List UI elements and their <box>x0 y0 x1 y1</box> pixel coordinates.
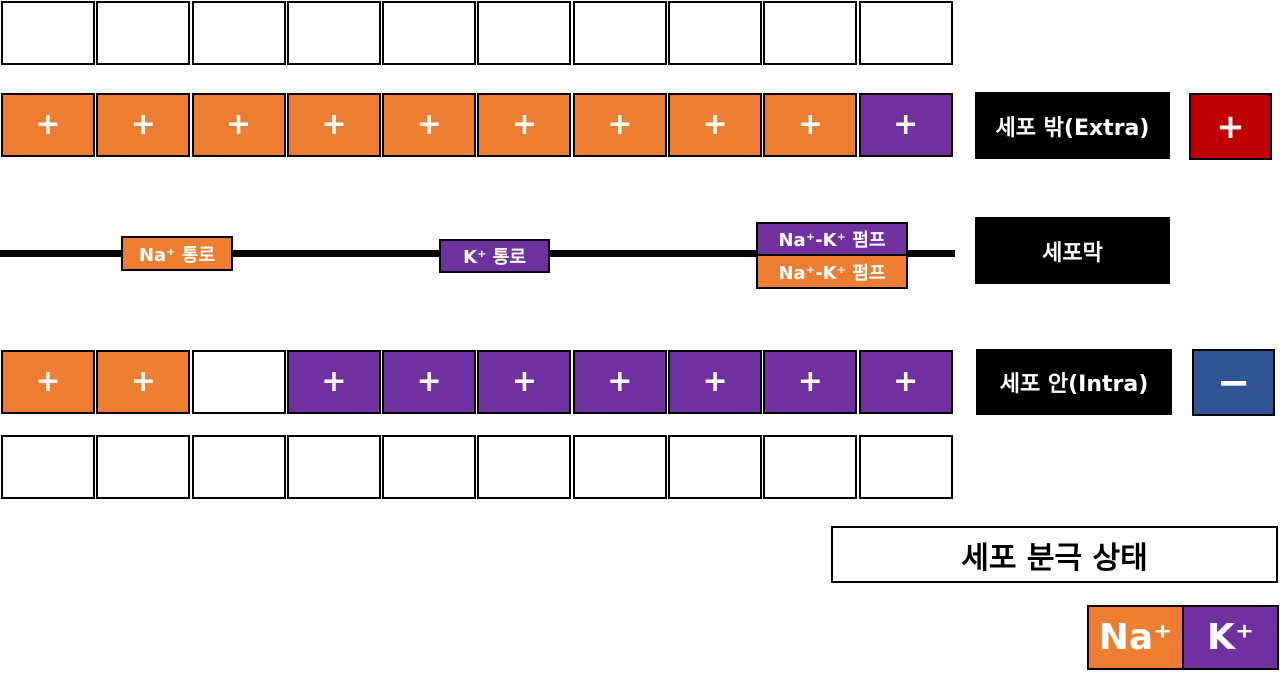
intracellular-label: 세포 안(Intra) <box>976 349 1172 415</box>
extracellular-label: 세포 밖(Extra) <box>975 92 1170 159</box>
outer-top-row <box>1 1 954 65</box>
positive-charge-icon: + <box>1189 93 1272 160</box>
legend-potassium: K⁺ <box>1182 605 1279 670</box>
empty-cell <box>572 435 667 499</box>
k-ion-cell: + <box>477 350 572 414</box>
membrane-label: 세포막 <box>975 217 1170 284</box>
k-ion-cell: + <box>858 93 953 157</box>
empty-cell <box>96 435 191 499</box>
na-channel: Na⁺ 통로 <box>121 236 233 271</box>
empty-cell <box>191 435 286 499</box>
empty-cell <box>382 435 477 499</box>
diagram-title: 세포 분극 상태 <box>831 526 1278 583</box>
na-ion-cell: + <box>382 93 477 157</box>
k-ion-cell: + <box>763 350 858 414</box>
na-ion-cell: + <box>191 93 286 157</box>
empty-cell <box>668 435 763 499</box>
na-ion-cell: + <box>1 93 95 157</box>
empty-cell <box>191 1 286 65</box>
na-ion-cell: + <box>1 350 95 414</box>
k-ion-cell: + <box>382 350 477 414</box>
empty-cell <box>572 1 667 65</box>
na-ion-cell: + <box>572 93 667 157</box>
empty-cell <box>96 1 191 65</box>
empty-cell <box>763 1 858 65</box>
k-ion-cell: + <box>286 350 381 414</box>
empty-cell <box>286 435 381 499</box>
legend-sodium: Na⁺ <box>1087 605 1184 670</box>
na-ion-cell: + <box>96 350 191 414</box>
extracellular-ion-row: ++++++++++ <box>1 93 954 157</box>
negative-charge-icon: − <box>1192 349 1275 416</box>
na-ion-cell: + <box>96 93 191 157</box>
empty-cell <box>668 1 763 65</box>
empty-cell <box>477 435 572 499</box>
empty-cell <box>1 1 95 65</box>
k-ion-cell: + <box>572 350 667 414</box>
outer-bottom-row <box>1 435 954 499</box>
na-k-pump-bottom: Na⁺-K⁺ 펌프 <box>756 254 908 289</box>
na-k-pump-top: Na⁺-K⁺ 펌프 <box>756 222 908 256</box>
na-ion-cell: + <box>286 93 381 157</box>
k-ion-cell: + <box>668 350 763 414</box>
empty-cell <box>858 1 953 65</box>
k-channel: K⁺ 통로 <box>439 239 550 273</box>
empty-cell <box>382 1 477 65</box>
empty-cell <box>763 435 858 499</box>
na-ion-cell: + <box>477 93 572 157</box>
k-ion-cell: + <box>858 350 953 414</box>
empty-cell <box>1 435 95 499</box>
na-ion-cell: + <box>763 93 858 157</box>
empty-cell <box>477 1 572 65</box>
empty-cell <box>286 1 381 65</box>
na-ion-cell: + <box>668 93 763 157</box>
empty-cell <box>858 435 953 499</box>
intracellular-ion-row: +++++++++ <box>1 350 954 414</box>
empty-cell <box>191 350 286 414</box>
